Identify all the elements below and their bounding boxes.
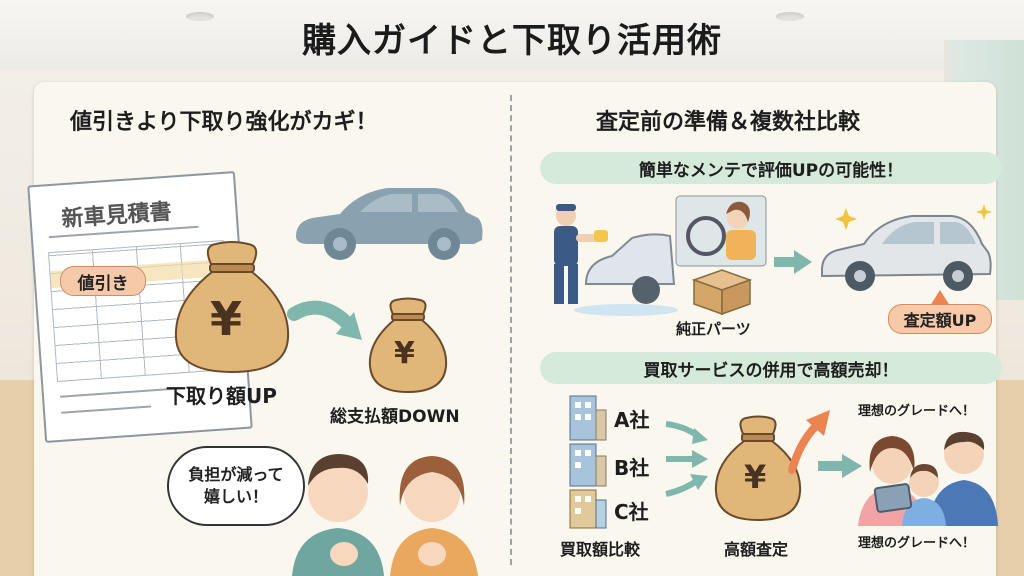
building-icon — [569, 443, 607, 487]
discount-badge: 値引き — [60, 266, 146, 296]
car-silhouette-icon — [296, 188, 483, 260]
parts-box-icon — [691, 269, 753, 316]
ceiling-light — [776, 12, 804, 21]
left-heading-text: 値引きより下取り強化がカギ！ — [70, 110, 378, 135]
total-down-label: 総支払額DOWN — [330, 407, 460, 427]
arrows-converge-icon — [665, 421, 708, 497]
family-illustration — [858, 431, 998, 526]
speech-line-1: 負担が減って — [188, 465, 284, 484]
yen-symbol-appraisal: ¥ — [744, 458, 767, 496]
company-b-label: B社 — [614, 456, 650, 480]
speech-line-2: 嬉しい！ — [203, 487, 268, 506]
left-heading: 値引きより下取り強化がカギ！ — [64, 104, 384, 136]
building-icon — [569, 395, 607, 441]
money-bag-appraisal-icon — [714, 415, 802, 522]
sheet-line — [59, 387, 180, 398]
money-bag-large-icon — [174, 241, 290, 374]
right-heading-text: 査定前の準備＆複数社比較 — [596, 110, 861, 135]
genuine-parts-label: 純正パーツ — [676, 320, 751, 338]
company-a-label: A社 — [614, 408, 650, 432]
appraisal-up-badge: 査定額UP — [888, 304, 992, 334]
trend-up-arrow-icon — [788, 410, 830, 474]
happy-couple-illustration — [292, 454, 478, 576]
ceiling-light — [186, 12, 214, 21]
speech-bubble: 負担が減って 嬉しい！ — [167, 446, 305, 526]
building-icon — [569, 489, 607, 529]
ideal-grade-label-bottom: 理想のグレードへ！ — [858, 536, 976, 551]
interior-cleaning-illustration — [675, 195, 767, 267]
sheet-line — [61, 405, 152, 414]
ideal-grade-label-top: 理想のグレードへ！ — [858, 404, 976, 419]
price-comparison-label: 買取額比較 — [560, 540, 641, 559]
tradein-up-label: 下取り額UP — [166, 384, 277, 408]
buyback-pill: 買取サービスの併用で高額売却！ — [540, 352, 1002, 384]
yen-symbol-large: ¥ — [210, 292, 243, 346]
money-bag-small-icon — [368, 297, 448, 394]
right-heading: 査定前の準備＆複数社比較 — [590, 104, 867, 136]
arrow-right-icon — [818, 454, 862, 478]
arrow-right-icon — [774, 250, 812, 274]
ceiling-background — [0, 0, 1024, 70]
page-title: 購入ガイドと下取り活用術 — [302, 20, 722, 61]
column-divider — [510, 95, 512, 565]
arrow-right-icon — [287, 300, 362, 340]
estimate-title: 新車見積書 — [60, 199, 173, 233]
maintenance-pill: 簡単なメンテで評価UPの可能性！ — [540, 152, 1002, 184]
yen-symbol-small: ¥ — [394, 336, 415, 371]
high-appraisal-label: 高額査定 — [724, 540, 789, 559]
car-wash-illustration — [554, 204, 678, 316]
arrow-up-icon — [930, 290, 950, 306]
title-banner: 購入ガイドと下取り活用術 — [248, 8, 776, 66]
shiny-car-illustration — [821, 204, 992, 291]
company-c-label: C社 — [614, 500, 649, 524]
